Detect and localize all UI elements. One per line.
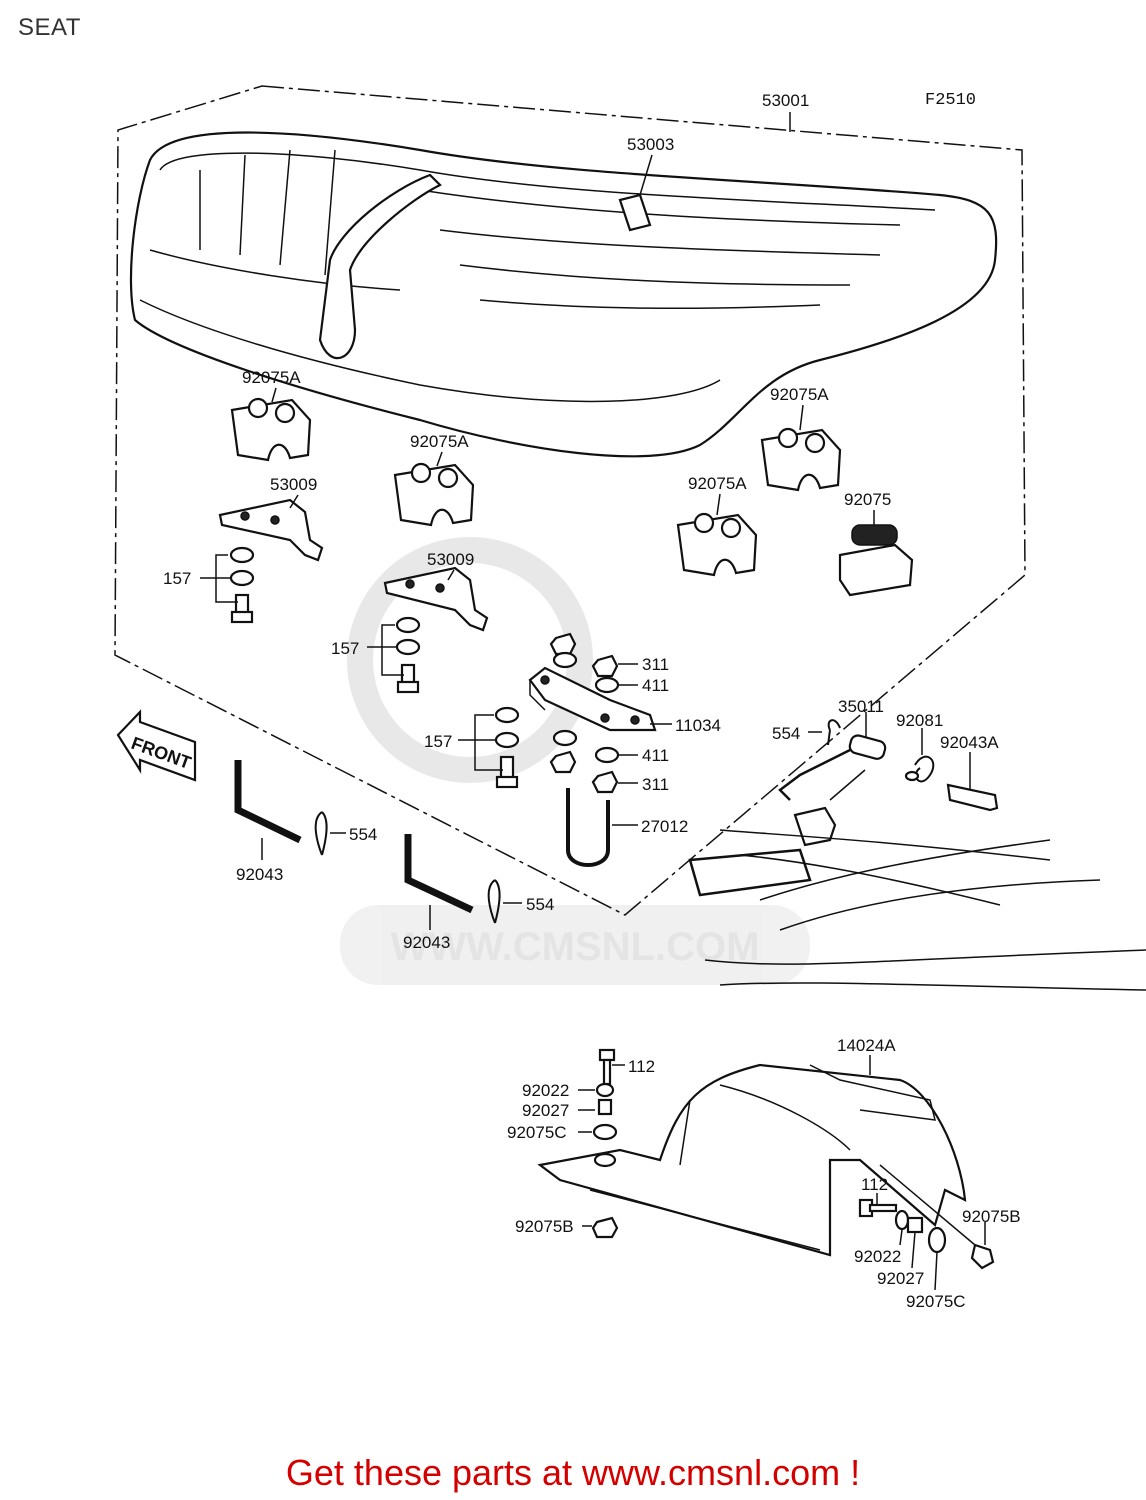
callout-11034: 11034 <box>675 716 721 735</box>
callout-53009-left: 53009 <box>270 475 317 494</box>
callout-411-bottom: 411 <box>642 746 669 765</box>
frame <box>688 806 1146 991</box>
callout-112-upper: 112 <box>628 1057 655 1076</box>
callout-311-bottom: 311 <box>642 775 669 794</box>
clip-554-center <box>487 879 522 924</box>
assembly-outline <box>114 85 1026 916</box>
callout-92075a-center: 92075A <box>410 432 469 451</box>
callout-554-left: 554 <box>349 825 377 844</box>
callout-92075: 92075 <box>844 490 891 509</box>
callout-554-hinge: 554 <box>772 724 800 743</box>
callout-157-center: 157 <box>331 639 359 658</box>
lower-fasteners <box>858 1164 995 1291</box>
callout-554-center: 554 <box>526 895 554 914</box>
u-bolt-27012 <box>566 788 638 867</box>
front-arrow: FRONT <box>116 709 197 782</box>
callout-92075a-left: 92075A <box>242 368 301 387</box>
page-title: SEAT <box>18 14 81 41</box>
callout-411-top: 411 <box>642 676 669 695</box>
callout-92027-lower: 92027 <box>877 1269 924 1288</box>
callout-92075b-right: 92075B <box>962 1207 1021 1226</box>
callout-92075c-lower: 92075C <box>906 1292 966 1311</box>
watermark-logo: WWW.CMSNL.COM <box>340 537 810 985</box>
bracket-53009-center <box>383 566 489 632</box>
callout-35011: 35011 <box>838 697 884 716</box>
damper-92075a-right-mid <box>676 512 758 577</box>
callout-53009-center: 53009 <box>427 550 474 569</box>
callout-92075c-upper: 92075C <box>507 1123 567 1142</box>
callout-92043-left: 92043 <box>236 865 283 884</box>
figure-code: F2510 <box>925 91 976 110</box>
damper-92075a-left <box>230 397 312 462</box>
upper-fasteners <box>578 1048 625 1239</box>
callout-53001: 53001 <box>762 91 809 110</box>
damper-92075-small <box>838 524 914 597</box>
bracket-53009-left <box>218 498 324 562</box>
callout-14024a: 14024A <box>837 1036 896 1055</box>
callout-92043a: 92043A <box>940 733 999 752</box>
nuts-and-washers <box>549 632 638 794</box>
callout-92075a-right-top: 92075A <box>770 385 829 404</box>
plate-11034 <box>528 666 672 732</box>
bolt-set-157-center <box>367 616 421 694</box>
footer-link[interactable]: Get these parts at www.cmsnl.com ! <box>285 1452 861 1493</box>
rod-92043-center <box>404 834 474 930</box>
callout-92081: 92081 <box>896 711 943 730</box>
callout-311-top: 311 <box>642 655 669 674</box>
callout-157-lower: 157 <box>424 732 452 751</box>
watermark-text: WWW.CMSNL.COM <box>391 925 760 969</box>
seat <box>129 131 998 458</box>
callout-92022-lower: 92022 <box>854 1247 901 1266</box>
callout-92027-upper: 92027 <box>522 1101 569 1120</box>
callout-157-left: 157 <box>163 569 191 588</box>
callout-92075a-right-mid: 92075A <box>688 474 747 493</box>
callout-92043-center: 92043 <box>403 933 450 952</box>
damper-92075a-center <box>393 462 475 527</box>
callout-27012: 27012 <box>641 817 688 836</box>
callout-92022-upper: 92022 <box>522 1081 569 1100</box>
callout-112-lower: 112 <box>861 1175 888 1194</box>
bolt-set-157-lower <box>458 706 520 789</box>
clip-554-left <box>314 811 346 856</box>
cover-14024a <box>537 1055 967 1257</box>
callout-53003: 53003 <box>627 135 674 154</box>
damper-92075a-right-top <box>760 427 842 492</box>
callout-92075b-left: 92075B <box>515 1217 574 1236</box>
rod-92043-left <box>234 760 302 860</box>
callout-labels: 53001 F2510 53003 92075A 92075A 92075A 9… <box>163 91 1021 1311</box>
hinge-assembly <box>778 712 999 812</box>
bolt-set-157-left <box>200 546 255 624</box>
